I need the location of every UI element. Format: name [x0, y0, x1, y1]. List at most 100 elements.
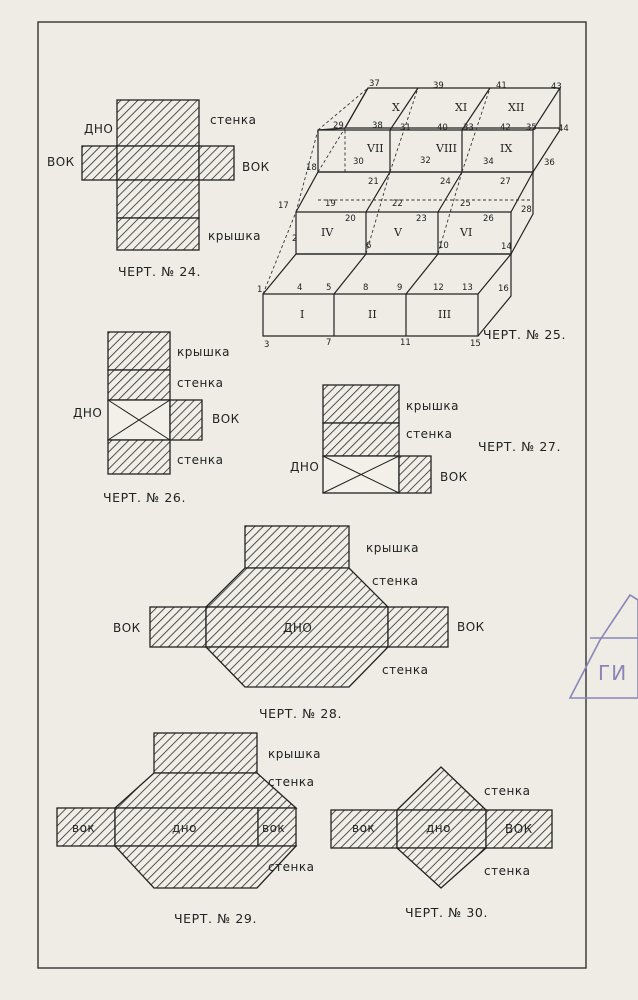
- fig28-label-dno: ДНО: [283, 621, 312, 635]
- fig25-vertex: 32: [420, 156, 431, 166]
- fig30-label-dno: дно: [426, 821, 451, 835]
- fig28-bottom-panel: [205, 606, 389, 648]
- fig26-side-panel: [169, 399, 203, 441]
- fig27-side-panel: [398, 455, 432, 494]
- fig25-vertex: 27: [500, 177, 511, 187]
- fig24-label-stenka: стенка: [210, 113, 256, 127]
- fig30-label-bok-left: вок: [352, 821, 375, 835]
- fig25-vertex: 6: [366, 241, 371, 251]
- fig27-wall-panel: [322, 422, 400, 457]
- fig30-left-side-panel: [330, 809, 398, 849]
- fig24-label-kryshka: крышка: [208, 229, 261, 243]
- fig26-label-bok: ВОК: [212, 412, 240, 426]
- fig25-vertex: 5: [326, 283, 331, 293]
- fig25-cell-6: VI: [459, 226, 472, 239]
- fig25-cell-4: IV: [321, 226, 334, 239]
- fig25-cell-11: XI: [455, 101, 467, 114]
- figure-27: крышка стенка ЧЕРТ. № 27. ДНО ВОК: [290, 384, 560, 494]
- fig25-vertex: 17: [278, 201, 289, 211]
- fig30-label-bok-right: ВОК: [505, 822, 533, 836]
- fig26-lid-panel: [107, 331, 171, 371]
- fig25-vertex: 30: [353, 157, 364, 167]
- fig25-cell-12: XII: [508, 101, 525, 114]
- fig25-vertex: 31: [400, 123, 411, 133]
- fig24-left-side-panel: [81, 145, 118, 181]
- fig27-label-kryshka: крышка: [406, 399, 459, 413]
- fig30-caption: ЧЕРТ. № 30.: [405, 905, 488, 920]
- fig25-vertex: 40: [437, 123, 448, 133]
- fig29-caption: ЧЕРТ. № 29.: [174, 911, 257, 926]
- fig25-vertex: 35: [526, 123, 537, 133]
- fig26-label-stenka-bottom: стенка: [177, 453, 223, 467]
- fig29-wall-bottom-panel: [113, 845, 298, 889]
- fig25-vertex: 2: [292, 234, 297, 244]
- fig25-vertex: 1: [257, 285, 262, 295]
- fig30-bottom-panel: [396, 809, 487, 849]
- fig28-caption: ЧЕРТ. № 28.: [259, 706, 342, 721]
- fig25-vertex: 16: [498, 284, 509, 294]
- fig25-vertex: 34: [483, 157, 494, 167]
- fig29-label-stenka-top: стенка: [268, 775, 314, 789]
- fig26-label-dno: ДНО: [73, 406, 102, 420]
- fig25-vertex: 9: [397, 283, 402, 293]
- fig25-cell-2: II: [368, 308, 377, 321]
- fig24-label-bok-left: ВОК: [47, 155, 75, 169]
- fig25-vertex: 11: [400, 338, 411, 348]
- library-stamp: ГИ: [568, 593, 638, 699]
- fig28-lid-panel: [244, 525, 350, 569]
- fig25-cell-8: VIII: [435, 142, 457, 155]
- fig25-vertex: 37: [369, 79, 380, 89]
- fig26-label-kryshka: крышка: [177, 345, 230, 359]
- fig25-vertex: 10: [438, 241, 449, 251]
- fig29-label-dno: дно: [172, 821, 197, 835]
- figure-24: ДНО стенка ВОК ВОК крышка ЧЕРТ. № 24.: [47, 99, 270, 279]
- fig24-wall-lower-panel: [116, 179, 200, 219]
- fig28-label-stenka-top: стенка: [372, 574, 418, 588]
- fig25-vertex: 39: [433, 81, 444, 91]
- fig25-cell-7: VII: [366, 142, 384, 155]
- fig25-vertex: 43: [551, 82, 562, 92]
- fig26-wall-panel-top: [107, 369, 171, 401]
- fig24-bottom-panel: [116, 145, 200, 181]
- fig29-label-bok-right: вок: [262, 821, 285, 835]
- fig25-vertex: 44: [558, 124, 569, 134]
- figure-26: крышка стенка ДНО ВОК стенка ЧЕРТ. № 26.: [73, 331, 240, 505]
- fig26-label-stenka-top: стенка: [177, 376, 223, 390]
- fig25-vertex: 8: [363, 283, 368, 293]
- fig25-vertex: 18: [306, 163, 317, 173]
- fig30-wall-bottom-panel: [395, 847, 488, 889]
- plate-frame: [37, 21, 587, 969]
- fig27-label-dno: ДНО: [290, 460, 319, 474]
- fig24-label-bok-right: ВОК: [242, 160, 270, 174]
- fig29-label-kryshka: крышка: [268, 747, 321, 761]
- fig25-vertex: 38: [372, 121, 383, 131]
- fig29-lid-panel: [153, 732, 258, 774]
- fig29-bottom-panel: [114, 807, 259, 847]
- fig28-label-stenka-bottom: стенка: [382, 663, 428, 677]
- fig25-cell-9: IX: [500, 142, 512, 155]
- fig25-vertex: 28: [521, 205, 532, 215]
- fig24-lid-panel: [116, 217, 200, 251]
- fig25-vertex: 21: [368, 177, 379, 187]
- figure-29: крышка стенка вок дно вок стенка ЧЕРТ. №…: [56, 732, 321, 926]
- fig28-right-side-panel: [387, 606, 449, 648]
- fig27-label-stenka: стенка: [406, 427, 452, 441]
- fig25-vertex: 33: [463, 123, 474, 133]
- fig30-label-stenka-top: стенка: [484, 784, 530, 798]
- fig25-vertex: 22: [392, 199, 403, 209]
- fig25-vertex: 42: [500, 123, 511, 133]
- fig28-label-kryshka: крышка: [366, 541, 419, 555]
- fig25-vertex: 26: [483, 214, 494, 224]
- fig24-label-dno: ДНО: [84, 122, 113, 136]
- fig25-vertex: 3: [264, 340, 269, 350]
- fig25-vertex: 20: [345, 214, 356, 224]
- fig25-vertex: 23: [416, 214, 427, 224]
- fig26-wall-panel-bottom: [107, 439, 171, 475]
- fig25-cell-1: I: [300, 308, 304, 321]
- fig25-vertex: 36: [544, 158, 555, 168]
- fig25-cell-5: V: [393, 226, 403, 239]
- fig26-caption: ЧЕРТ. № 26.: [103, 490, 186, 505]
- fig25-vertex: 29: [333, 121, 344, 131]
- fig27-lid-panel: [322, 384, 400, 424]
